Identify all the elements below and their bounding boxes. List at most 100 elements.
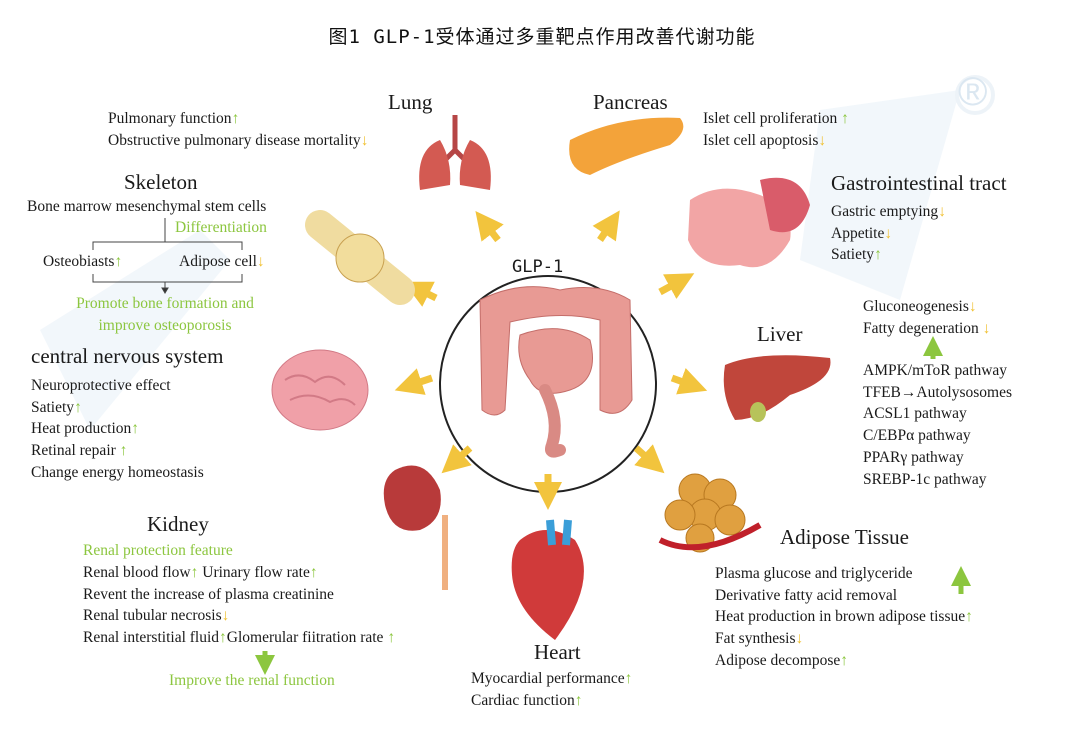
gi-tract-illustration (688, 177, 810, 268)
list-item: Heat production↑ (31, 418, 204, 440)
item-text: Adipose decompose (715, 651, 841, 669)
lung-title: Lung (388, 90, 433, 114)
heart-illustration (511, 519, 584, 640)
down-arrow-icon: ↓ (938, 203, 946, 220)
heart-effects: Myocardial performance↑ Cardiac function↑ (471, 668, 632, 711)
pathway-item: PPARγ pathway (863, 448, 964, 466)
up-arrow-icon: ↑ (219, 628, 227, 646)
item-text: Islet cell apoptosis (703, 131, 819, 149)
heart-title: Heart (534, 640, 581, 664)
pathway-item: C/EBPα pathway (863, 427, 971, 445)
down-arrow-icon: ↓ (818, 131, 827, 149)
item-text: Satiety (31, 398, 75, 416)
lung-effects: Pulmonary function↑Obstructive pulmonary… (108, 108, 368, 151)
up-arrow-icon: ↑ (624, 670, 633, 687)
outcome-line: improve osteoporosis (98, 316, 232, 334)
skeleton-title: Skeleton (124, 170, 198, 194)
down-arrow-icon: ↓ (256, 253, 265, 270)
list-item: Neuroprotective effect (31, 375, 204, 397)
up-arrow-icon: ↑ (841, 110, 849, 127)
green-arrows (255, 336, 971, 675)
list-item: Pulmonary function↑ (108, 108, 368, 130)
item-text: Obstructive pulmonary disease mortality (108, 131, 361, 149)
outcome-line: Promote bone formation and (76, 295, 254, 312)
list-item: Adipose decompose↑ (715, 650, 973, 672)
pancreas-effects: Islet cell proliferation ↑Islet cell apo… (703, 108, 849, 151)
list-item: Osteobiasts↑ (43, 251, 122, 273)
item-text: Fatty degeneration (863, 319, 983, 337)
up-arrow-icon: ↑ (840, 651, 849, 669)
liver-title: Liver (757, 322, 803, 346)
item-text: Change energy homeostasis (31, 463, 204, 481)
list-item: Cardiac function↑ (471, 690, 632, 712)
item-text: Derivative fatty acid removal (715, 586, 898, 604)
list-item: Gluconeogenesis↓ (863, 296, 990, 318)
list-item: Fat synthesis↓ (715, 628, 973, 650)
down-arrow-icon: ↓ (884, 224, 893, 242)
brain-illustration (271, 349, 369, 431)
skeleton-outcome: Promote bone formation and improve osteop… (40, 293, 290, 336)
down-arrow-icon: ↓ (982, 319, 991, 337)
list-item: Retinal repair ↑ (31, 440, 204, 462)
item-text: Appetite (831, 224, 885, 242)
adipose-illustration (658, 473, 762, 553)
item-text: Myocardial performance (471, 670, 625, 687)
list-item: Change energy homeostasis (31, 462, 204, 484)
up-arrow-icon: ↑ (131, 420, 140, 438)
kidney-subtitle: Renal protection feature (83, 542, 233, 559)
item-text: Islet cell proliferation (703, 110, 842, 127)
item-text: Revent the increase of plasma creatinine (83, 585, 334, 603)
list-item: Satiety↑ (31, 397, 204, 419)
item-text: Gastric emptying (831, 203, 939, 220)
item-text: Retinal repair (31, 442, 120, 460)
registered-mark: ® (958, 70, 988, 114)
up-arrow-icon: ↑ (965, 608, 973, 626)
item-text: Fat synthesis (715, 630, 796, 648)
up-arrow-icon: ↑ (231, 110, 240, 127)
cns-title: central nervous system (31, 344, 224, 368)
liver-effects: Gluconeogenesis↓Fatty degeneration ↓ (863, 296, 990, 339)
pancreas-title: Pancreas (593, 90, 668, 114)
item-text: Glomerular fiitration rate (226, 628, 388, 646)
up-arrow-icon: ↑ (114, 253, 123, 270)
kidney-illustration (383, 465, 448, 590)
list-item: Adipose cell↓ (179, 251, 265, 273)
list-item: Islet cell proliferation ↑ (703, 108, 849, 130)
up-arrow-icon: ↑ (74, 398, 82, 416)
item-text: Plasma glucose and triglyceride (715, 565, 913, 582)
item-text: Pulmonary function (108, 110, 232, 127)
down-arrow-icon: ↓ (795, 630, 804, 648)
list-item: Heat production in brown adipose tissue↑ (715, 606, 973, 628)
gi-tract-effects: Gastric emptying↓Appetite↓Satiety↑ (831, 201, 946, 266)
list-item: Gastric emptying↓ (831, 201, 946, 223)
item-text: Renal tubular necrosis (83, 607, 222, 624)
list-item: Islet cell apoptosis↓ (703, 130, 849, 152)
gi-tract-title: Gastrointestinal tract (831, 171, 1007, 195)
skeleton-adipose-cell: Adipose cell↓ (179, 251, 265, 273)
down-arrow-icon: ↓ (221, 607, 230, 624)
up-arrow-icon: ↑ (309, 564, 318, 581)
pathway-item: AMPK/mToR pathway (863, 362, 1008, 379)
watermark (40, 75, 995, 430)
kidney-conclusion: Improve the renal function (169, 672, 335, 689)
up-arrow-icon: ↑ (119, 442, 128, 460)
list-item: Renal tubular necrosis↓ (83, 605, 395, 627)
list-item: Renal blood flow↑ Urinary flow rate↑ (83, 562, 395, 584)
pathway-item: TFEB→Autolysosomes (863, 383, 1012, 401)
skeleton-bracket (92, 218, 243, 294)
item-text: Heat production (31, 420, 132, 438)
list-item: Renal interstitial fluid↑Glomerular fiit… (83, 627, 395, 649)
item-text: Neuroprotective effect (31, 377, 171, 394)
bone-illustration (305, 210, 415, 305)
intestine-illustration (479, 286, 633, 458)
lung-illustration (419, 115, 491, 190)
pancreas-illustration (569, 117, 684, 175)
item-text: Urinary flow rate (198, 564, 310, 581)
item-text: Osteobiasts (43, 253, 115, 270)
down-arrow-icon: ↓ (968, 298, 977, 315)
adipose-title: Adipose Tissue (780, 525, 909, 549)
